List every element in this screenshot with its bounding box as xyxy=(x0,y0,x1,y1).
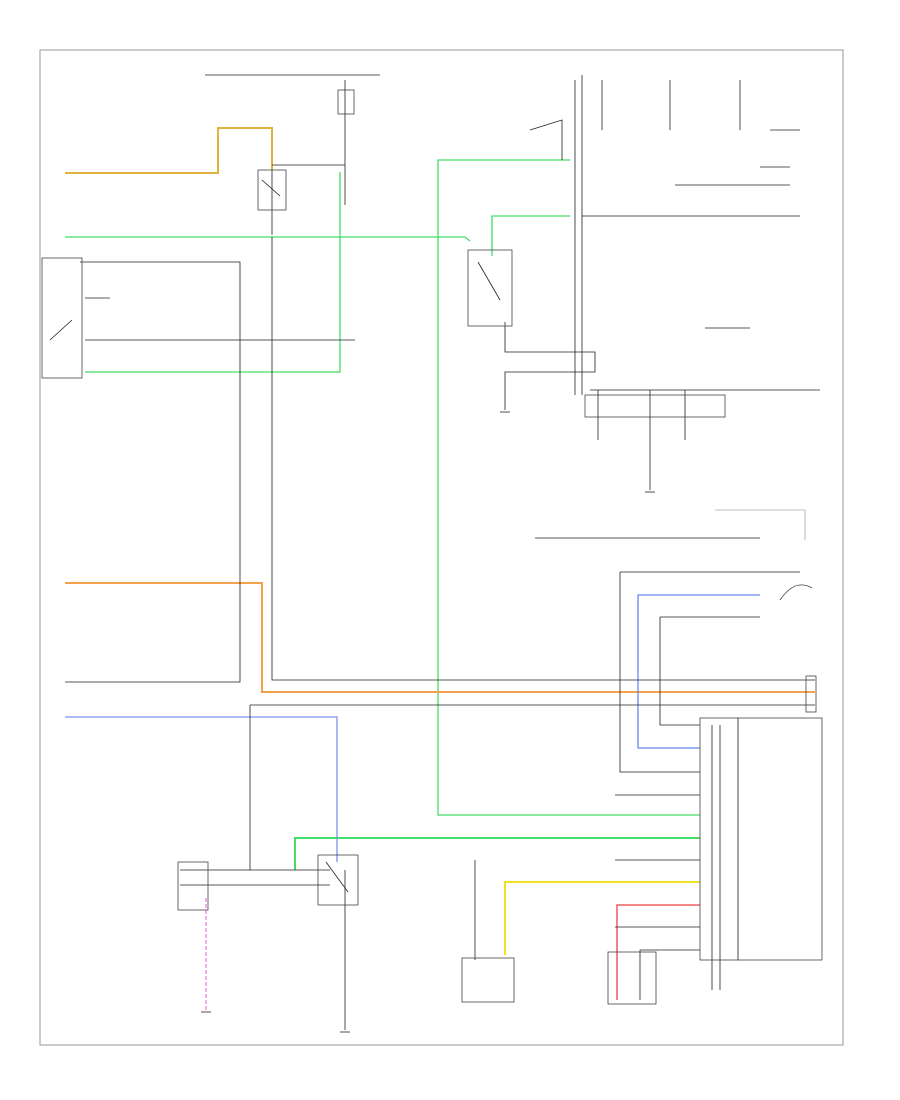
wire-green-bottom xyxy=(294,837,700,870)
wire-orange xyxy=(65,582,815,693)
wire-blue-right xyxy=(637,594,760,749)
wire-blue-left xyxy=(65,716,338,862)
wire-green-main xyxy=(65,236,471,242)
wire-yellow xyxy=(504,881,700,955)
wire-green-long xyxy=(437,159,700,816)
wire-red xyxy=(616,904,700,1000)
bottom-left-connector xyxy=(177,861,209,911)
body-control-module xyxy=(699,717,823,961)
fuse-box-top xyxy=(337,89,355,115)
wire-tan xyxy=(65,127,273,174)
ground-symbols xyxy=(201,411,655,1033)
wire-green-vertical-left xyxy=(85,172,341,373)
relay-top-right xyxy=(467,249,513,327)
black-wiring xyxy=(65,74,820,1030)
wire-green-branch xyxy=(491,215,570,256)
connector-pins-right xyxy=(584,394,817,713)
relay-top-center xyxy=(257,169,287,211)
bottom-center-module xyxy=(461,957,515,1003)
bottom-right-module xyxy=(607,951,657,1005)
diagram-frame xyxy=(39,49,844,1046)
switch-left xyxy=(41,257,83,379)
position-sensor xyxy=(779,584,813,601)
relay-bottom-center xyxy=(317,854,359,906)
